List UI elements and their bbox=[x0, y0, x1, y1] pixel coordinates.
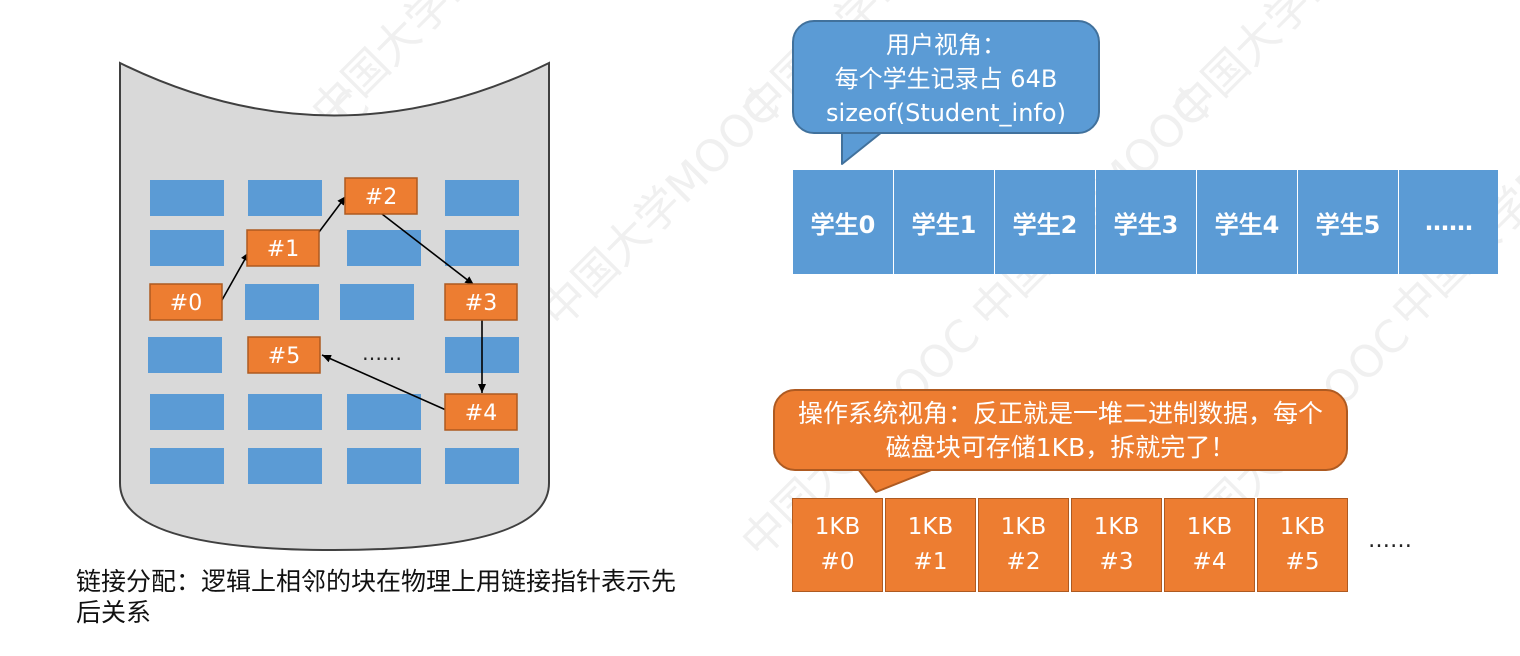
disk-block-row: 1KB #0 1KB #1 1KB #2 1KB #3 1KB #4 1KB #… bbox=[792, 498, 1350, 592]
student-record: 学生3 bbox=[1096, 170, 1196, 274]
user-view-line-3: sizeof(Student_info) bbox=[826, 99, 1066, 127]
user-view-line-1: 用户视角： bbox=[886, 31, 1006, 59]
disk-block-id: #2 bbox=[1006, 549, 1041, 575]
free-block bbox=[150, 180, 224, 216]
disk-block-ellipsis: …… bbox=[1368, 528, 1412, 553]
disk-block: 1KB #5 bbox=[1257, 498, 1348, 592]
disk-block: 1KB #1 bbox=[885, 498, 976, 592]
linked-block: #4 bbox=[444, 393, 518, 431]
disk-block: 1KB #3 bbox=[1071, 498, 1162, 592]
free-block bbox=[445, 180, 519, 216]
linked-block-label: #3 bbox=[465, 291, 497, 316]
link-arrow bbox=[321, 354, 447, 411]
disk-block: 1KB #4 bbox=[1164, 498, 1255, 592]
link-arrow bbox=[221, 251, 250, 301]
disk-cylinder bbox=[119, 61, 550, 552]
free-block bbox=[347, 448, 421, 484]
linked-block-label: #1 bbox=[267, 237, 299, 262]
student-record: 学生4 bbox=[1197, 170, 1297, 274]
linked-block-label: #0 bbox=[170, 291, 202, 316]
linked-block-label: #2 bbox=[365, 185, 397, 210]
free-block bbox=[150, 230, 224, 266]
disk-block-id: #4 bbox=[1192, 549, 1227, 575]
disk-block-size: 1KB bbox=[907, 514, 954, 540]
linked-block: #2 bbox=[344, 177, 418, 215]
free-block bbox=[340, 284, 414, 320]
disk-block-id: #3 bbox=[1099, 549, 1134, 575]
user-view-line-2: 每个学生记录占 64B bbox=[834, 65, 1058, 93]
disk-block-size: 1KB bbox=[1000, 514, 1047, 540]
linked-block: #3 bbox=[444, 283, 518, 321]
disk-block-id: #5 bbox=[1285, 549, 1320, 575]
free-block bbox=[248, 394, 322, 430]
linked-block: #1 bbox=[246, 229, 320, 267]
free-block bbox=[347, 230, 421, 266]
free-block bbox=[148, 337, 222, 373]
student-record-ellipsis: …… bbox=[1399, 170, 1498, 274]
free-block bbox=[245, 284, 319, 320]
free-block bbox=[248, 448, 322, 484]
disk-block-size: 1KB bbox=[1093, 514, 1140, 540]
disk-block: 1KB #2 bbox=[978, 498, 1069, 592]
student-record: 学生0 bbox=[793, 170, 893, 274]
linked-block-label: #4 bbox=[465, 401, 497, 426]
disk-ellipsis: …… bbox=[362, 341, 402, 365]
user-view-bubble: 用户视角： 每个学生记录占 64B sizeof(Student_info) bbox=[792, 20, 1100, 134]
student-record-row: 学生0 学生1 学生2 学生3 学生4 学生5 …… bbox=[793, 170, 1498, 274]
disk-block: 1KB #0 bbox=[792, 498, 883, 592]
student-record: 学生2 bbox=[995, 170, 1095, 274]
student-record: 学生5 bbox=[1298, 170, 1398, 274]
disk-block-size: 1KB bbox=[1186, 514, 1233, 540]
disk-block-id: #1 bbox=[913, 549, 948, 575]
linked-allocation-caption: 链接分配：逻辑上相邻的块在物理上用链接指针表示先后关系 bbox=[76, 567, 677, 627]
disk-block-size: 1KB bbox=[1279, 514, 1326, 540]
free-block bbox=[445, 448, 519, 484]
free-block bbox=[150, 448, 224, 484]
linked-block: #0 bbox=[149, 283, 223, 321]
os-view-bubble: 操作系统视角：反正就是一堆二进制数据，每个磁盘块可存储1KB，拆就完了！ bbox=[773, 389, 1348, 471]
free-block bbox=[445, 230, 519, 266]
disk-block-id: #0 bbox=[820, 549, 855, 575]
student-record: 学生1 bbox=[894, 170, 994, 274]
link-arrow bbox=[318, 195, 347, 233]
free-block bbox=[347, 394, 421, 430]
disk-block-size: 1KB bbox=[814, 514, 861, 540]
link-arrow bbox=[381, 213, 475, 286]
linked-block-label: #5 bbox=[268, 344, 300, 369]
linked-block: #5 bbox=[247, 336, 321, 374]
free-block bbox=[248, 180, 322, 216]
free-block bbox=[150, 394, 224, 430]
